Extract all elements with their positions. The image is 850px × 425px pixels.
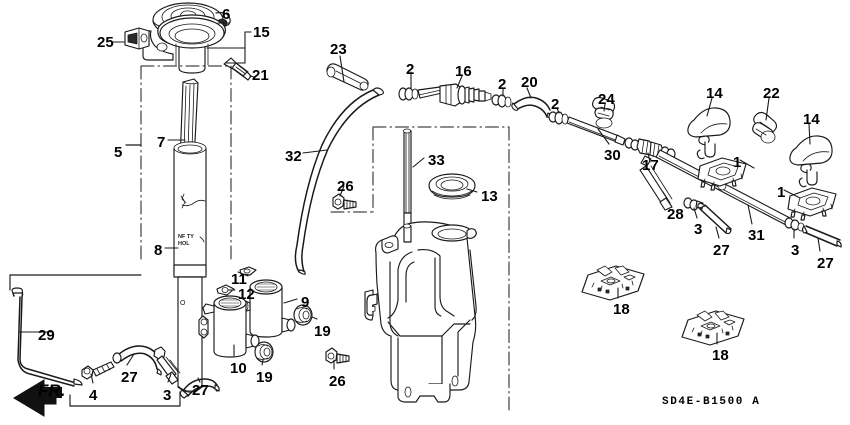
fr-direction-arrow xyxy=(13,379,62,417)
tube-caution-text-1: NF TY xyxy=(178,234,194,240)
callout-21: 21 xyxy=(252,67,269,84)
tube-mark: O xyxy=(180,300,186,307)
callout-20: 20 xyxy=(521,74,538,91)
callout-5: 5 xyxy=(114,144,123,161)
part-27-hose-b xyxy=(801,225,842,248)
callout-17: 17 xyxy=(642,157,659,174)
callout-29: 29 xyxy=(38,327,55,344)
part-32-hose-outer xyxy=(294,89,374,273)
part-21-tapping-screw xyxy=(223,57,252,81)
callout-25: 25 xyxy=(97,34,114,51)
part-12-grommet xyxy=(216,284,235,296)
part-23-hose-clamp xyxy=(326,63,369,91)
part-18-bracket-b xyxy=(681,310,745,346)
callout-27-a: 27 xyxy=(713,242,730,259)
part-28-branch-tube xyxy=(639,165,673,211)
callout-14-b: 14 xyxy=(803,111,820,128)
part-10-washer-pump xyxy=(198,295,260,358)
part-32-hose-end xyxy=(372,87,385,96)
leader-lines xyxy=(19,22,821,384)
part-27-hose-d xyxy=(179,378,220,399)
callout-22: 22 xyxy=(763,85,780,102)
part-1-nozzle-base-b xyxy=(787,187,837,221)
callout-8: 8 xyxy=(154,242,163,259)
callout-32: 32 xyxy=(285,148,302,165)
callout-27-b: 27 xyxy=(817,255,834,272)
part-22-retaining-clip xyxy=(752,111,778,144)
part-14-nozzle-cover-b xyxy=(789,135,833,188)
part-27-hose-a xyxy=(697,202,732,235)
callout-18-a: 18 xyxy=(613,301,630,318)
part-24-hose-holder xyxy=(591,96,616,129)
diagram-code: SD4E-B1500 A xyxy=(662,396,761,408)
callout-7: 7 xyxy=(157,134,166,151)
part-18-bracket-a xyxy=(581,265,645,301)
callout-1-a: 1 xyxy=(733,154,742,171)
callout-19-a: 19 xyxy=(314,323,331,340)
callout-2-b: 2 xyxy=(498,76,507,93)
callout-18-b: 18 xyxy=(712,347,729,364)
part-16-check-valve xyxy=(439,83,492,107)
part-1-nozzle-base-a xyxy=(697,157,747,191)
part-19-grommet-b xyxy=(254,341,274,363)
callout-30: 30 xyxy=(604,147,621,164)
callout-33: 33 xyxy=(428,152,445,169)
part-32-hose-inner xyxy=(301,94,380,275)
part-25-harness-clip xyxy=(124,27,150,50)
part-2-clip-b xyxy=(491,94,512,108)
part-13-cap-seal xyxy=(428,173,476,200)
callout-15: 15 xyxy=(253,24,270,41)
part-26-bolt-b xyxy=(325,347,350,364)
callout-23: 23 xyxy=(330,41,347,58)
part-4-tee-joint xyxy=(81,361,115,380)
callout-3-b: 3 xyxy=(791,242,800,259)
callout-14-a: 14 xyxy=(706,85,723,102)
part-29-long-tube xyxy=(11,287,83,387)
callout-19-b: 19 xyxy=(256,369,273,386)
callout-9: 9 xyxy=(301,294,310,311)
callout-13: 13 xyxy=(481,188,498,205)
callout-31: 31 xyxy=(748,227,765,244)
part-2-clip-c xyxy=(548,111,569,125)
part-15-filler-neck xyxy=(142,14,226,74)
callout-26-b: 26 xyxy=(329,373,346,390)
callout-28: 28 xyxy=(667,206,684,223)
part-2-clip-a xyxy=(398,87,419,101)
callout-10: 10 xyxy=(230,360,247,377)
callout-1-b: 1 xyxy=(777,184,786,201)
tube-caution-text-2: HOL xyxy=(178,241,190,247)
reservoir-tank xyxy=(364,221,477,403)
callout-6: 6 xyxy=(222,6,231,23)
callout-24: 24 xyxy=(598,91,615,108)
callout-2-a: 2 xyxy=(406,61,415,78)
callout-11: 11 xyxy=(231,271,247,288)
part-26-bolt-a xyxy=(332,193,357,210)
part-17-three-way-joint xyxy=(624,137,676,167)
callout-3-c: 3 xyxy=(163,387,172,404)
callout-12: 12 xyxy=(238,286,255,303)
callout-16: 16 xyxy=(455,63,472,80)
callout-4: 4 xyxy=(89,387,98,404)
part-8-filler-tube: NF TY HOL O xyxy=(173,141,207,393)
part-3-connector-c xyxy=(153,346,181,385)
callout-3-a: 3 xyxy=(694,221,703,238)
part-19-grommet-a xyxy=(293,304,313,326)
callout-26-a: 26 xyxy=(337,178,354,195)
part-14-nozzle-cover-a xyxy=(687,107,731,160)
part-20-connector-hose xyxy=(511,96,552,119)
fr-orientation-label: FR. xyxy=(38,381,66,400)
callout-27-c: 27 xyxy=(121,369,138,386)
callout-27-d: 27 xyxy=(192,382,209,399)
callout-2-c: 2 xyxy=(551,96,560,113)
part-9-washer-pump xyxy=(241,279,296,338)
part-33-level-tube xyxy=(403,128,412,227)
